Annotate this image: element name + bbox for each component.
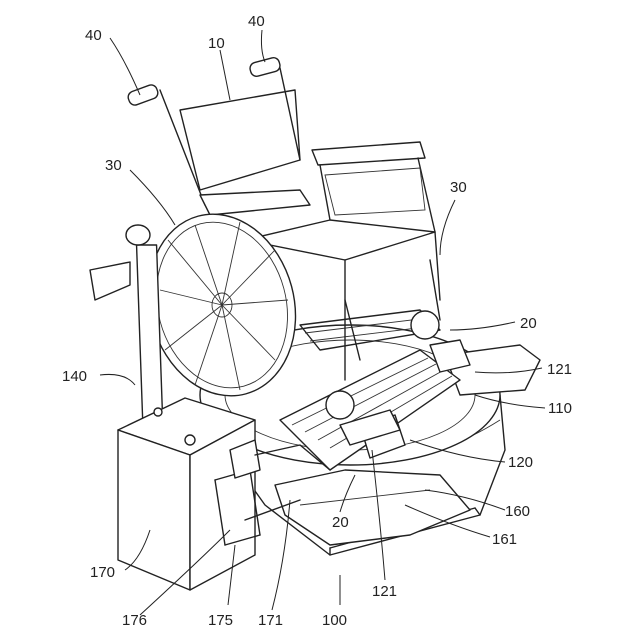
- label-20-bottom: 20: [332, 514, 349, 531]
- label-20-top: 20: [520, 315, 537, 332]
- label-176: 176: [122, 612, 147, 629]
- label-170: 170: [90, 564, 115, 581]
- label-40-right: 40: [248, 13, 265, 30]
- label-160: 160: [505, 503, 530, 520]
- label-171: 171: [258, 612, 283, 629]
- label-30-right: 30: [450, 179, 467, 196]
- label-10: 10: [208, 35, 225, 52]
- label-40-left: 40: [85, 27, 102, 44]
- label-121-top: 121: [547, 361, 572, 378]
- label-175: 175: [208, 612, 233, 629]
- support-pole: [90, 225, 163, 430]
- label-121-bottom: 121: [372, 583, 397, 600]
- label-110: 110: [548, 400, 572, 417]
- label-100: 100: [322, 612, 347, 629]
- label-30-left: 30: [105, 157, 122, 174]
- label-161: 161: [492, 531, 517, 548]
- label-120: 120: [508, 454, 533, 471]
- label-140: 140: [62, 368, 87, 385]
- control-box: [118, 398, 255, 590]
